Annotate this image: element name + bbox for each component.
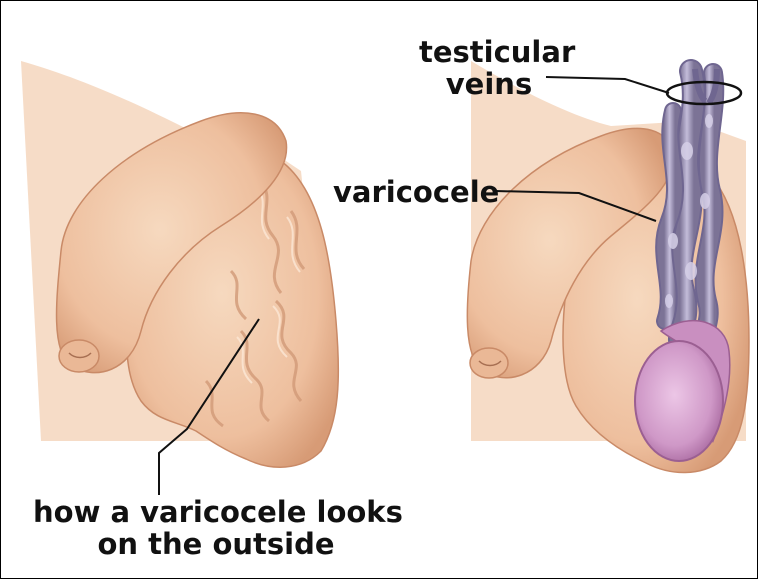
testicular-veins-label-line1: testicular	[419, 37, 559, 69]
left-figure	[21, 61, 338, 467]
outside-appearance-label-line1: how a varicocele looks	[33, 497, 399, 529]
left-penis-tip	[59, 340, 99, 372]
varicocele-label: varicocele	[333, 177, 499, 209]
outside-appearance-label: how a varicocele looks on the outside	[33, 497, 399, 561]
outside-appearance-label-line2: on the outside	[33, 529, 399, 561]
testis	[635, 341, 723, 461]
testicular-veins-label: testicular veins	[419, 37, 559, 101]
right-figure	[467, 61, 749, 473]
testicular-veins-label-line2: veins	[419, 69, 559, 101]
testicular-veins-leader-line	[546, 77, 669, 93]
right-penis-tip	[470, 348, 508, 378]
varicose-veins	[664, 69, 717, 346]
